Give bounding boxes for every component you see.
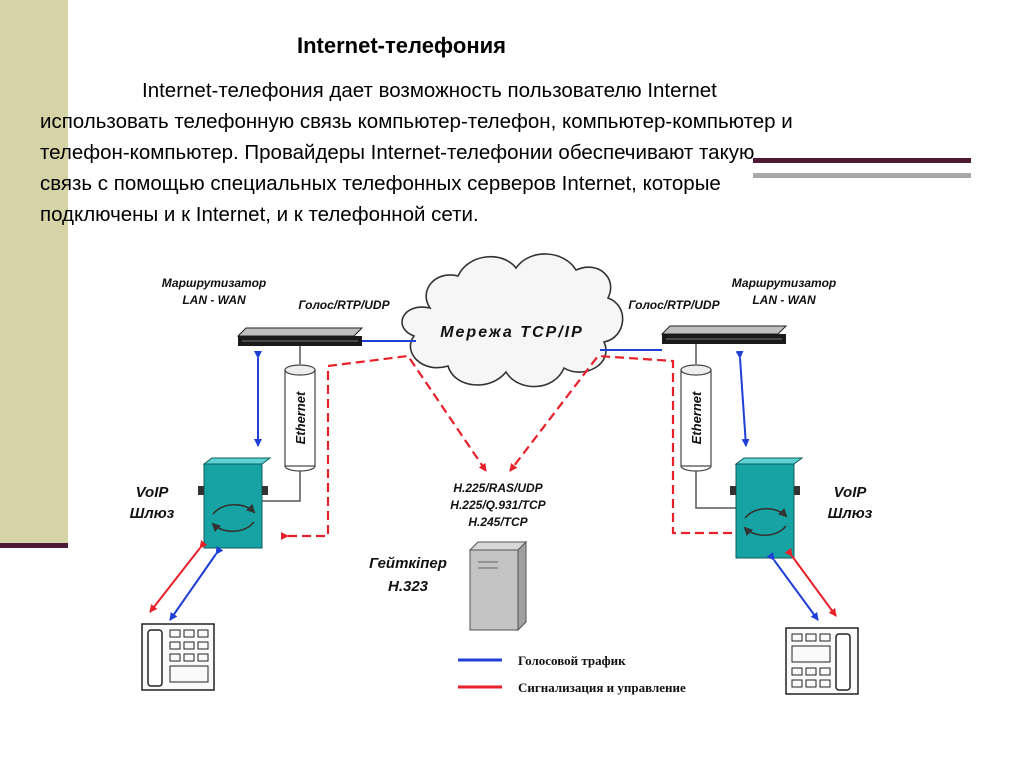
slide-title: Internet-телефония — [297, 33, 506, 58]
voip-gateway-right-icon — [730, 457, 804, 559]
right-accent-rule-dark — [753, 158, 971, 163]
signal-gateway-phone-left — [149, 540, 208, 613]
gatekeeper-server-icon — [468, 540, 528, 632]
protocol-label: H.225/RAS/UDP — [453, 481, 543, 495]
network-cloud-icon — [401, 253, 624, 388]
ethernet-right-label: Ethernet — [689, 391, 704, 444]
gatekeeper-label-1: Гейткіпер — [369, 555, 447, 572]
gateway-right-label-2: Шлюз — [828, 505, 873, 522]
gateway-left-label-1: VoIP — [136, 484, 170, 501]
body-line: подключены и к Internet, и к телефонной … — [40, 203, 479, 226]
right-accent-rule-gray — [753, 173, 971, 178]
gatekeeper-label-2: H.323 — [388, 578, 429, 595]
left-accent-band — [0, 0, 68, 548]
voip-gateway-left-icon — [198, 457, 272, 549]
voice-gateway-phone-left — [169, 545, 224, 621]
router-left-label-1: Маршрутизатор — [162, 276, 266, 290]
legend-voice-label: Голосовой трафик — [518, 653, 626, 668]
legend-signal-label: Сигнализация и управление — [518, 680, 686, 695]
protocol-label: H.245/TCP — [468, 515, 528, 529]
body-line: телефон-компьютер. Провайдеры Internet-т… — [40, 141, 755, 164]
router-right-label-2: LAN - WAN — [752, 293, 816, 307]
left-accent-rule — [0, 543, 68, 548]
ethernet-left-label: Ethernet — [293, 391, 308, 444]
cloud-label: Мережа TCP/IP — [440, 324, 584, 341]
voip-diagram: Мережа TCP/IP Маршрутизатор LAN - WAN Ма… — [118, 246, 884, 739]
voice-router-gateway-right — [735, 350, 750, 447]
signal-left-path — [281, 354, 487, 540]
ethernet-left-icon — [218, 346, 316, 502]
router-right-label-1: Маршрутизатор — [732, 276, 836, 290]
link-left-label: Голос/RTP/UDP — [298, 298, 390, 312]
body-line: использовать телефонную связь компьютер-… — [40, 110, 793, 133]
gateway-left-label-2: Шлюз — [130, 505, 175, 522]
slide-body: Internet-телефония дает возможность поль… — [40, 75, 1000, 230]
signal-right-path — [509, 354, 767, 537]
link-right-label: Голос/RTP/UDP — [628, 298, 720, 312]
body-line: связь с помощью специальных телефонных с… — [40, 172, 721, 195]
telephone-right-icon — [785, 627, 859, 695]
telephone-left-icon — [141, 623, 215, 691]
router-left-label-2: LAN - WAN — [182, 293, 246, 307]
signal-gateway-phone-right — [784, 547, 837, 617]
voice-gateway-phone-right — [766, 551, 819, 621]
router-right-icon — [660, 325, 788, 344]
protocol-label: H.225/Q.931/TCP — [450, 498, 546, 512]
body-line: Internet-телефония дает возможность поль… — [142, 79, 717, 102]
gateway-right-label-1: VoIP — [834, 484, 868, 501]
router-left-icon — [236, 327, 364, 346]
